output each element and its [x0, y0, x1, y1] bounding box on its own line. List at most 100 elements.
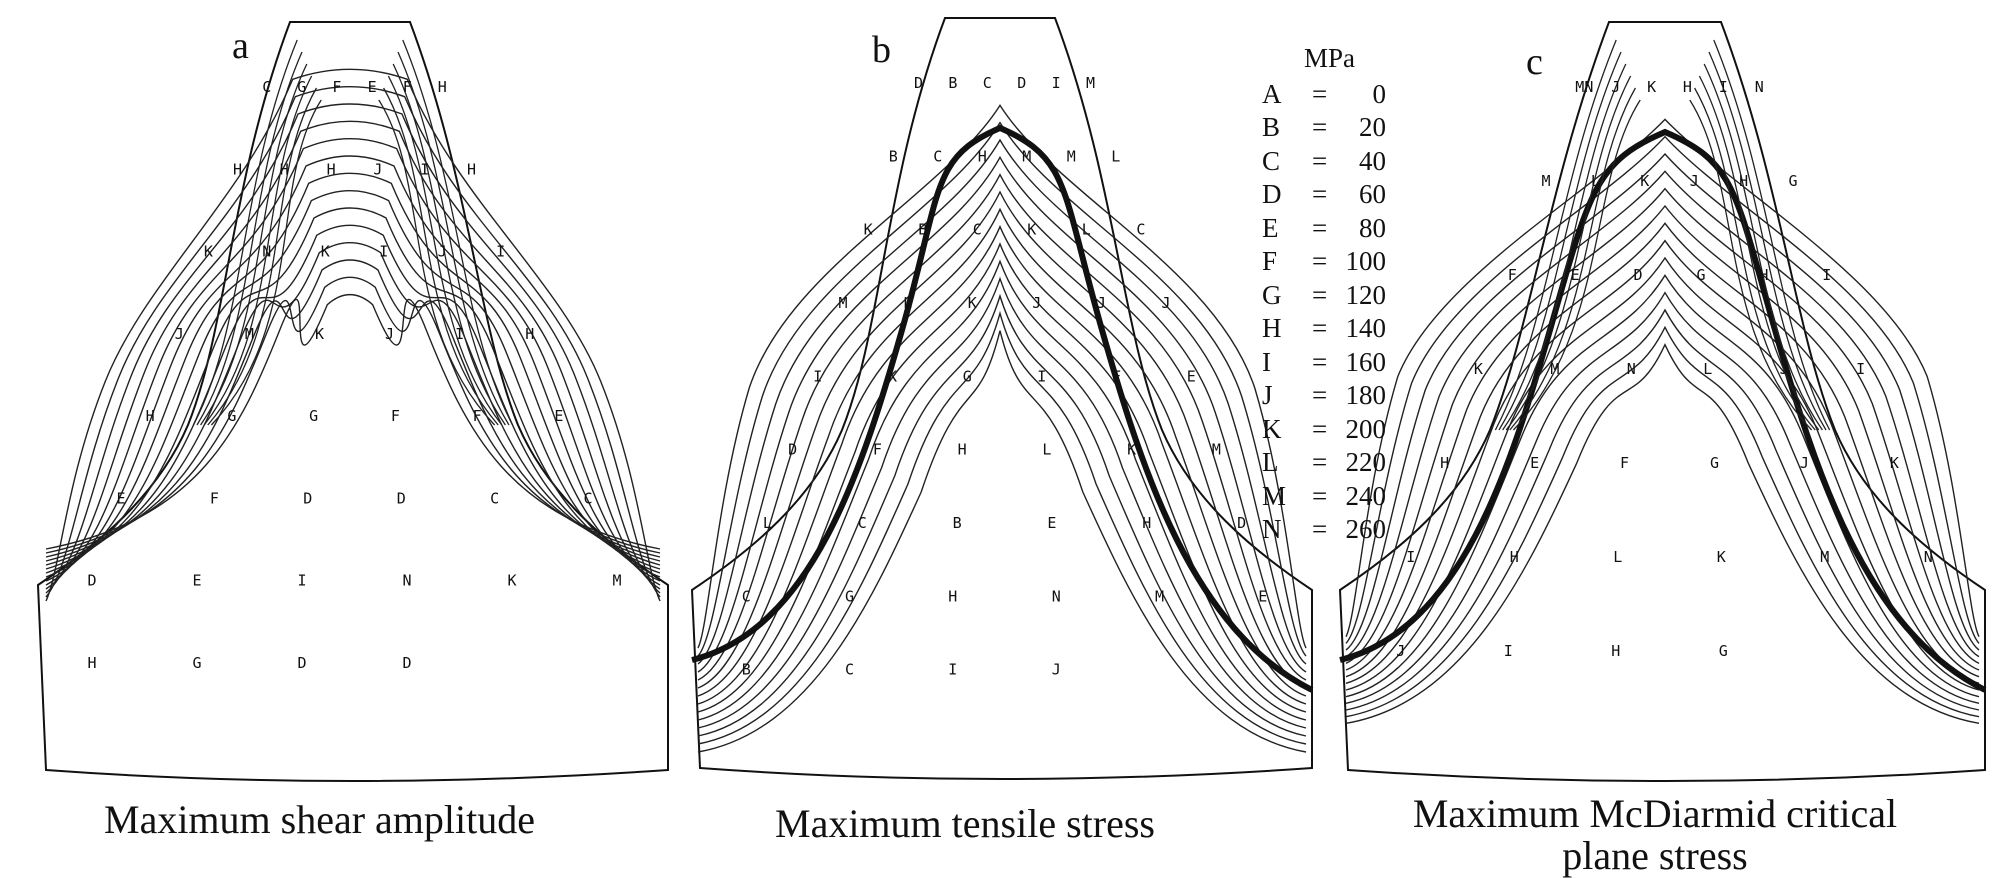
legend-entry-m: M=240 — [1262, 480, 1386, 514]
contour-label: L — [1591, 172, 1600, 190]
flank-contour — [383, 87, 499, 426]
contour-label: M — [1550, 360, 1559, 378]
tooth-outline — [36, 21, 669, 782]
contour-label: I — [1037, 367, 1046, 385]
legend-equals: = — [1312, 279, 1328, 310]
flank-contour — [1502, 63, 1627, 431]
contour-label: I — [1406, 548, 1415, 566]
legend-entry-k: K=200 — [1262, 413, 1386, 447]
contour-label: D — [1017, 74, 1026, 92]
contour-label: K — [204, 243, 213, 261]
legend-entry-j: J=180 — [1262, 379, 1386, 413]
contour-label: K — [1640, 172, 1649, 190]
contour-label: MN — [1575, 78, 1593, 96]
contour-label: H — [525, 325, 534, 343]
legend-value: 100 — [1345, 246, 1387, 276]
contour-label: I — [1856, 360, 1865, 378]
legend-key: C — [1262, 145, 1281, 176]
legend-value: 180 — [1345, 380, 1387, 410]
caption-c: Maximum McDiarmid critical plane stress — [1375, 793, 1935, 877]
legend-key: K — [1262, 413, 1282, 444]
contour-label: F — [403, 78, 412, 96]
contour-label: C — [933, 147, 942, 165]
contour-line — [1345, 325, 1980, 718]
legend-entry-g: G=120 — [1262, 279, 1386, 313]
contour-label: E — [554, 407, 563, 425]
legend-equals: = — [1312, 179, 1328, 209]
contour-label: E — [1047, 514, 1056, 532]
contour-label: I — [379, 243, 388, 261]
contour-label: F — [1620, 454, 1629, 472]
contour-line — [1345, 135, 1980, 644]
contour-line — [1345, 152, 1980, 651]
contour-label: H — [233, 160, 242, 178]
contour-label: F — [473, 407, 482, 425]
flank-contour — [192, 39, 298, 426]
contour-label: D — [1237, 514, 1246, 532]
contour-line — [45, 172, 661, 578]
panel-letter-a: a — [232, 25, 249, 67]
legend-equals: = — [1312, 112, 1328, 142]
flank-contour — [1509, 87, 1636, 431]
contour-line — [697, 155, 1307, 673]
contour-line — [45, 68, 661, 602]
contour-label: N — [1052, 587, 1061, 605]
caption-c-text: Maximum McDiarmid critical plane stress — [1412, 791, 1898, 878]
contour-line — [45, 224, 661, 566]
contour-label: B — [953, 514, 962, 532]
legend-equals: = — [1312, 78, 1328, 109]
legend-value: 80 — [1359, 212, 1386, 243]
contour-line — [1345, 170, 1980, 658]
contour-label: G — [193, 654, 202, 672]
contour-label: I — [1719, 78, 1728, 96]
contour-line — [697, 310, 1307, 745]
flank-contour — [1498, 51, 1622, 431]
contour-label: E — [368, 78, 377, 96]
contour-label: H — [1142, 514, 1151, 532]
contour-label: L — [1111, 147, 1120, 165]
contour-label: J — [1052, 661, 1061, 679]
legend-unit: MPa — [1304, 43, 1356, 73]
contour-label: M — [1820, 548, 1829, 566]
legend-equals: = — [1312, 246, 1328, 276]
contour-label: L — [1042, 441, 1051, 459]
legend-equals: = — [1312, 145, 1328, 176]
contour-label: H — [948, 587, 957, 605]
contour-label: F — [873, 441, 882, 459]
contour-label: B — [742, 661, 751, 679]
contour-line — [45, 155, 661, 582]
legend-key: M — [1262, 480, 1287, 511]
contour-label: I — [948, 661, 957, 679]
contour-label: H — [280, 160, 289, 178]
contour-label: M — [839, 294, 848, 312]
contour-label: M — [1086, 74, 1095, 92]
caption-b: Maximum tensile stress — [775, 801, 1155, 846]
legend-value: 20 — [1359, 112, 1386, 142]
contour-line — [697, 224, 1307, 705]
contour-label: I — [496, 243, 505, 261]
contour-label: F — [1112, 367, 1121, 385]
flank-band — [691, 124, 1314, 693]
contour-label: N — [1755, 78, 1764, 96]
legend-entry-h: H=140 — [1262, 312, 1386, 346]
contour-label: C — [584, 489, 593, 507]
contour-label: J — [1032, 294, 1041, 312]
contour-label: I — [1504, 642, 1513, 660]
contour-label: I — [813, 367, 822, 385]
contour-label: M — [1067, 147, 1076, 165]
legend-key: B — [1262, 112, 1281, 142]
contour-label: J — [175, 325, 184, 343]
flank-contour — [1703, 63, 1823, 431]
legend-equals: = — [1312, 514, 1328, 544]
contour-label: I — [298, 572, 307, 590]
contour-line — [45, 293, 661, 550]
contour-label: I — [1052, 74, 1061, 92]
contour-label: E — [193, 572, 202, 590]
contour-label: N — [1627, 360, 1636, 378]
legend-entry-a: A=0 — [1262, 78, 1386, 112]
contour-label: G — [1697, 266, 1706, 284]
contour-label: G — [227, 407, 236, 425]
contour-label: H — [978, 147, 987, 165]
